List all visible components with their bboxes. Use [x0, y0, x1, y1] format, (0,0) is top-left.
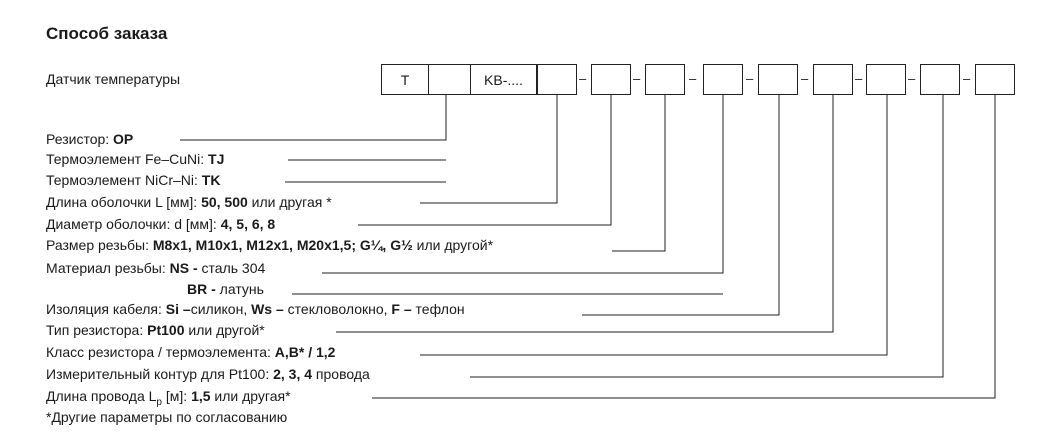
row-text: *Другие параметры по согласованию: [46, 409, 288, 425]
row-text: провода: [312, 366, 370, 382]
row-text: F –: [391, 301, 412, 317]
code-box-4: [537, 64, 577, 95]
row-text: Класс резистора / термоэлемента:: [46, 344, 275, 360]
connector-line-4: [420, 95, 558, 204]
row-text: OP: [113, 131, 134, 147]
parameter-row: Изоляция кабеля: Si –силикон, Ws – стекл…: [46, 301, 465, 317]
row-text: латунь: [215, 281, 264, 297]
row-text: [м]:: [161, 388, 192, 404]
parameter-row: Длина провода Lp [м]: 1,5 или другая*: [46, 388, 291, 408]
row-text: Измерительный контур для Pt100:: [46, 366, 274, 382]
connector-line-10: [336, 95, 834, 333]
separator-dash: –: [855, 71, 863, 86]
row-text: M8x1, M10x1, M12x1, M20x1,5; G¼, G½: [152, 237, 413, 253]
code-box-1: T: [381, 64, 429, 95]
row-text: или другая *: [247, 194, 332, 210]
connector-line-13: [372, 95, 996, 399]
sensor-label: Датчик температуры: [46, 71, 181, 87]
row-text: Длина провода L: [46, 388, 157, 404]
parameter-row: Длина оболочки L [мм]: 50, 500 или друга…: [46, 194, 332, 210]
code-box-12: [975, 64, 1015, 95]
parameter-row: Измерительный контур для Pt100: 2, 3, 4 …: [46, 366, 370, 382]
code-box-9: [813, 64, 853, 95]
row-text: сталь 304: [197, 260, 266, 276]
row-text: Si –: [165, 301, 191, 317]
separator-dash: –: [633, 71, 641, 86]
code-box-8: [758, 64, 798, 95]
parameter-row: Термоэлемент NiCr–Ni: TK: [46, 172, 220, 188]
code-box-11: [920, 64, 960, 95]
row-text: или другой*: [184, 322, 265, 338]
row-text: Изоляция кабеля:: [46, 301, 166, 317]
page-title: Способ заказа: [46, 24, 168, 43]
row-text: или другой*: [412, 237, 494, 253]
row-text: Тип резистора:: [46, 322, 148, 338]
row-text: или другая*: [210, 388, 291, 404]
row-text: 2, 3, 4: [273, 366, 313, 382]
row-text: Ws –: [251, 301, 284, 317]
row-text: Диаметр оболочки: d [мм]:: [46, 216, 221, 232]
connector-line-5: [358, 95, 612, 226]
row-text: Термоэлемент NiCr–Ni:: [46, 172, 202, 188]
code-box-2: [428, 64, 471, 95]
parameter-row: Резистор: OP: [46, 131, 133, 147]
separator-dash: –: [801, 71, 809, 86]
parameter-row: Размер резьбы: M8x1, M10x1, M12x1, M20x1…: [46, 237, 493, 253]
row-text: 4, 5, 6, 8: [220, 216, 276, 232]
parameter-row: Термоэлемент Fe–CuNi: TJ: [46, 151, 224, 167]
connector-line-11: [420, 95, 888, 356]
code-box-5: [591, 64, 631, 95]
parameter-row: Тип резистора: Pt100 или другой*: [46, 322, 265, 338]
parameter-row: Материал резьбы: NS - сталь 304: [46, 260, 265, 276]
parameter-row: *Другие параметры по согласованию: [46, 409, 287, 425]
parameter-row: Диаметр оболочки: d [мм]: 4, 5, 6, 8: [46, 216, 275, 232]
parameter-row: BR - латунь: [187, 281, 264, 297]
row-text: силикон,: [190, 301, 252, 317]
separator-dash: –: [746, 71, 754, 86]
parameter-row: Класс резистора / термоэлемента: A,B* / …: [46, 344, 335, 360]
separator-dash: –: [579, 71, 587, 86]
row-text: Резистор:: [46, 131, 114, 147]
code-box-10: [866, 64, 906, 95]
connector-line-12: [470, 95, 944, 378]
row-text: A,B* / 1,2: [274, 344, 336, 360]
row-text: тефлон: [411, 301, 465, 317]
separator-dash: –: [908, 71, 916, 86]
row-text: TK: [201, 172, 221, 188]
separator-dash: –: [689, 71, 697, 86]
row-text: Длина оболочки L [мм]:: [46, 194, 202, 210]
connector-line-7: [322, 95, 724, 274]
row-text: 1,5: [191, 388, 211, 404]
connector-line-9: [582, 95, 780, 316]
row-text: Материал резьбы:: [46, 260, 170, 276]
row-text: стекловолокно,: [283, 301, 392, 317]
connector-line-6: [612, 95, 666, 252]
row-text: 50, 500: [201, 194, 248, 210]
row-text: p: [156, 396, 162, 408]
row-text: BR -: [187, 281, 216, 297]
code-box-6: [645, 64, 685, 95]
row-text: TJ: [208, 151, 225, 167]
separator-dash: –: [963, 71, 971, 86]
code-box-7: [703, 64, 743, 95]
row-text: Pt100: [147, 322, 185, 338]
connector-line-1: [180, 95, 447, 141]
row-text: NS -: [169, 260, 198, 276]
code-box-3: KB-....: [470, 64, 537, 95]
row-text: Размер резьбы:: [46, 237, 153, 253]
row-text: Термоэлемент Fe–CuNi:: [46, 151, 209, 167]
